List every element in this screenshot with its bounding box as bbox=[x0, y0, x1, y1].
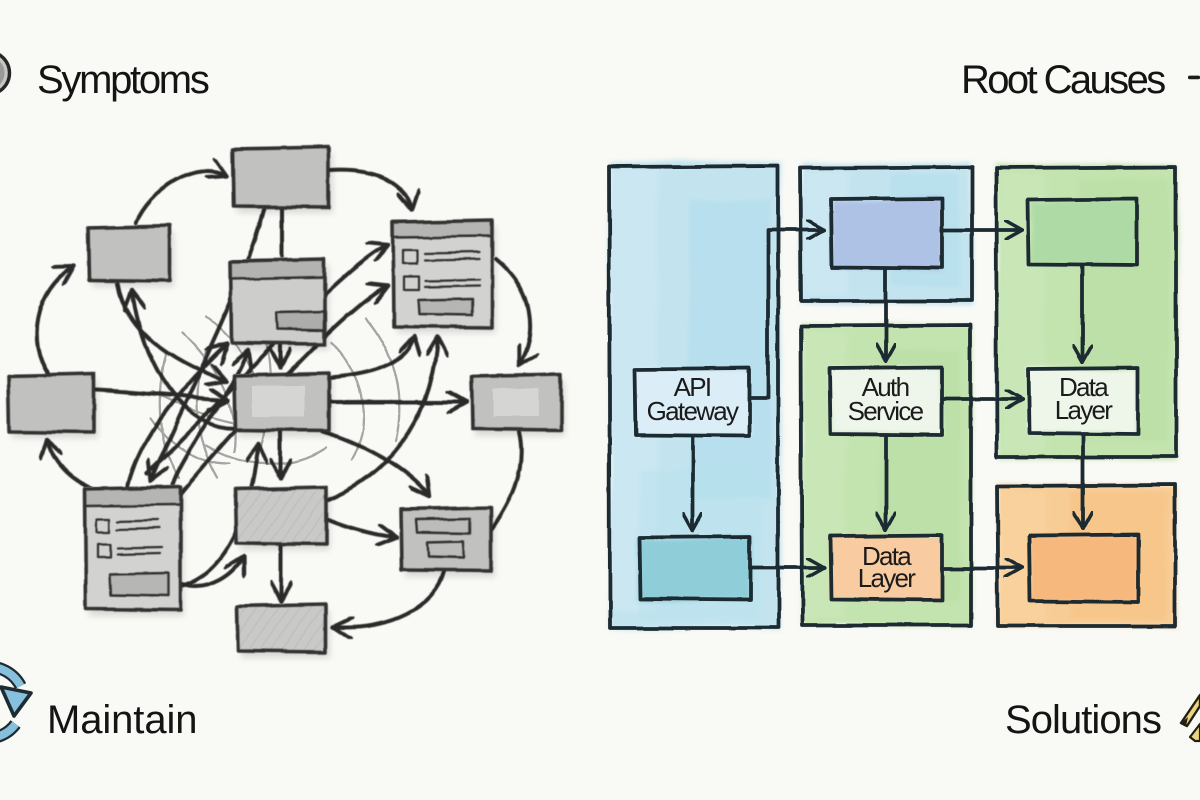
svg-text:Data: Data bbox=[1059, 372, 1109, 402]
svg-text:API: API bbox=[674, 372, 711, 402]
svg-text:Symptoms: Symptoms bbox=[37, 58, 209, 102]
svg-text:Layer: Layer bbox=[858, 563, 917, 593]
svg-text:Auth: Auth bbox=[862, 372, 909, 402]
svg-text:Solutions: Solutions bbox=[1005, 698, 1161, 742]
svg-text:Gateway: Gateway bbox=[647, 396, 739, 426]
svg-text:Data: Data bbox=[862, 541, 912, 571]
svg-text:Layer: Layer bbox=[1055, 395, 1114, 425]
svg-text:Maintain: Maintain bbox=[47, 698, 197, 742]
svg-text:Service: Service bbox=[848, 396, 924, 426]
svg-text:Root Causes: Root Causes bbox=[961, 58, 1165, 102]
